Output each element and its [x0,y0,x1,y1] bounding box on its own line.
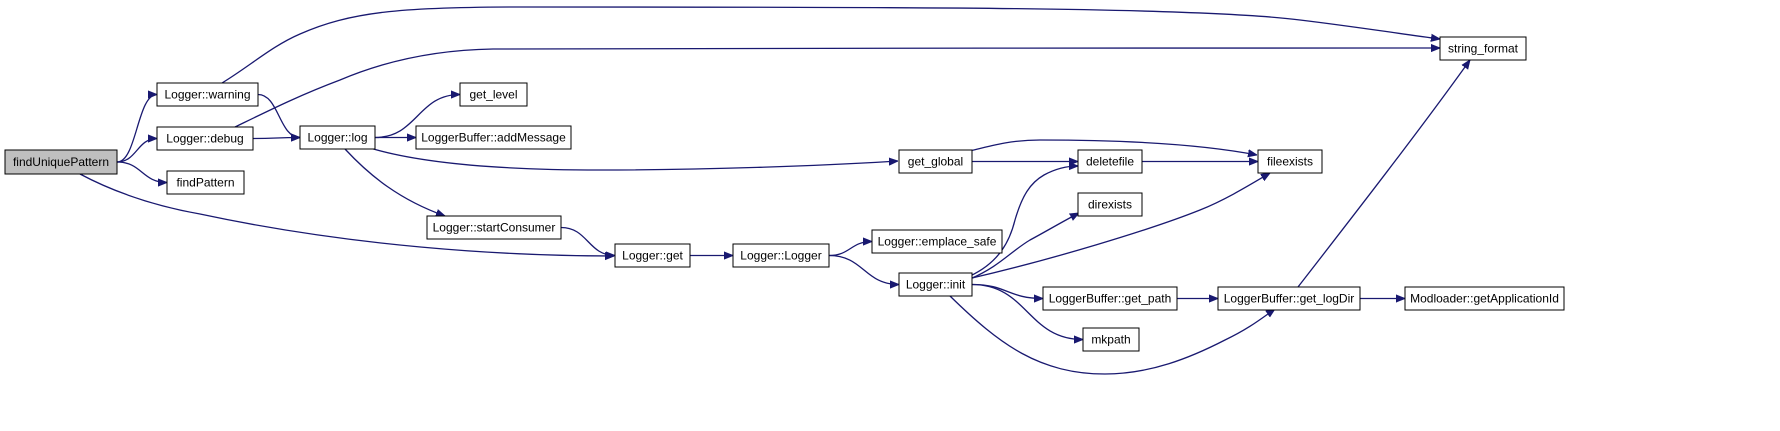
node-findUniquePattern[interactable]: findUniquePattern [4,149,118,175]
edge-init-to-deletefile [969,166,1078,277]
node-box [1042,286,1178,311]
node-box [166,170,245,195]
node-box [1217,286,1361,311]
node-box [898,272,973,297]
node-box [156,82,259,107]
edge-debug-to-log [252,138,300,139]
node-label: string_format [1448,42,1519,56]
node-box [1082,327,1140,352]
node-label: Logger::get [622,249,683,263]
node-get_logDir[interactable]: LoggerBuffer::get_logDir [1217,286,1361,311]
node-box [299,125,376,150]
edge-init-to-mkpath [971,283,1083,340]
edge-warning-to-string_format [221,6,1440,84]
node-box [1077,192,1143,217]
node-Logger[interactable]: Logger::Logger [732,243,830,268]
node-box [415,125,572,150]
node-get[interactable]: Logger::get [614,243,691,268]
node-addMessage[interactable]: LoggerBuffer::addMessage [415,125,572,150]
edge-init-to-direxists [969,212,1079,280]
node-label: LoggerBuffer::get_logDir [1224,292,1355,306]
edge-log-to-startConsumer [344,148,445,216]
node-label: fileexists [1267,155,1313,169]
edge-findUniquePattern-to-warning [116,95,158,163]
node-label: Logger::log [307,131,367,145]
node-init[interactable]: Logger::init [898,272,973,297]
node-label: direxists [1088,198,1132,212]
node-label: LoggerBuffer::addMessage [421,131,566,145]
node-label: Logger::emplace_safe [878,235,997,249]
node-log[interactable]: Logger::log [299,125,376,150]
node-label: deletefile [1086,155,1134,169]
edge-findUniquePattern-to-get [79,173,614,256]
node-label: Logger::Logger [740,249,821,263]
node-mkpath[interactable]: mkpath [1082,327,1140,352]
node-label: get_global [908,155,963,169]
edge-findUniquePattern-to-findPattern [116,161,167,183]
edge-init-to-get_logDir [949,295,1275,375]
node-label: Logger::startConsumer [433,221,556,235]
node-get_path[interactable]: LoggerBuffer::get_path [1042,286,1178,311]
node-box [156,126,254,151]
node-box [459,82,528,107]
node-string_format[interactable]: string_format [1439,36,1527,61]
edge-log-to-get_level [374,95,460,139]
node-label: get_level [469,88,517,102]
edges-layer [79,6,1470,375]
edge-warning-to-log [257,93,301,138]
node-fileexists[interactable]: fileexists [1257,149,1323,174]
node-label: Logger::warning [164,88,250,102]
node-label: LoggerBuffer::get_path [1049,292,1172,306]
node-box [614,243,691,268]
node-direxists[interactable]: direxists [1077,192,1143,217]
node-box [1404,286,1565,311]
edge-Logger-to-emplace_safe [828,242,872,257]
edge-init-to-fileexists [971,173,1270,279]
node-box [426,215,562,240]
node-get_global[interactable]: get_global [898,149,973,174]
edge-Logger-to-init [828,254,899,285]
edge-get_global-to-fileexists [969,139,1257,155]
node-label: findPattern [176,176,234,190]
node-box [732,243,830,268]
node-label: Logger::init [906,278,966,292]
node-findPattern[interactable]: findPattern [166,170,245,195]
node-warning[interactable]: Logger::warning [156,82,259,107]
edge-startConsumer-to-get [560,226,615,256]
node-box [871,229,1003,254]
node-debug[interactable]: Logger::debug [156,126,254,151]
node-box [1439,36,1527,61]
node-box [1257,149,1323,174]
edge-debug-to-string_format [234,48,1440,128]
node-emplace_safe[interactable]: Logger::emplace_safe [871,229,1003,254]
node-getApplicationId[interactable]: Modloader::getApplicationId [1404,286,1565,311]
node-deletefile[interactable]: deletefile [1077,149,1143,174]
node-get_level[interactable]: get_level [459,82,528,107]
nodes-layer: findUniquePattern Logger::warningLogger::… [4,36,1565,352]
edge-log-to-get_global [369,147,898,171]
node-box [1077,149,1143,174]
node-label: findUniquePattern [13,155,109,169]
node-label: mkpath [1091,333,1130,347]
node-startConsumer[interactable]: Logger::startConsumer [426,215,562,240]
node-label: Modloader::getApplicationId [1410,292,1559,306]
edge-get_logDir-to-string_format [1297,60,1470,288]
node-box [898,149,973,174]
node-box [4,149,118,175]
edge-findUniquePattern-to-debug [116,139,158,163]
edge-init-to-get_path [971,283,1043,299]
node-label: Logger::debug [166,132,243,146]
